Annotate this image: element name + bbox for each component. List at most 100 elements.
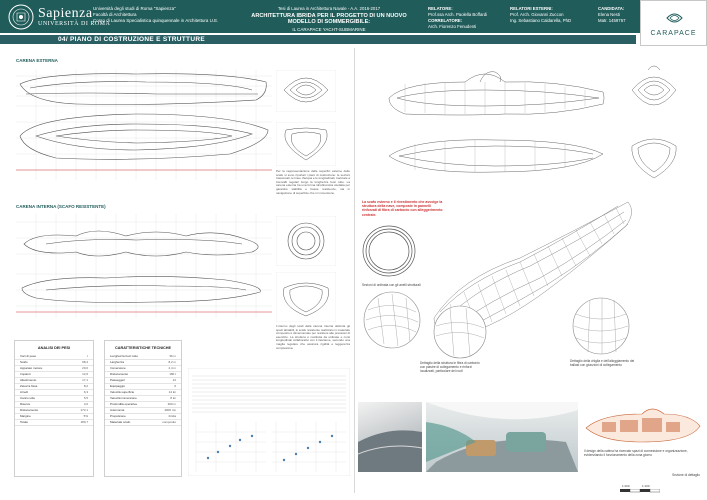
- caratteristiche-table-row-value: 36 m: [169, 354, 176, 358]
- university-name: Sapienza: [38, 6, 93, 21]
- faculty-line-1: Università degli studi di Roma "Sapienza…: [93, 6, 176, 11]
- pesi-table-row: Carico utile 5,5: [15, 396, 93, 402]
- scale-label-1: 1:200: [622, 484, 630, 488]
- carena-interna-drawing: [16, 214, 272, 318]
- carena-interna-label: CARENA INTERNA (SCAFO RESISTENTE): [16, 204, 106, 209]
- caratteristiche-table-row-value: 300 m: [167, 402, 176, 406]
- relatore-esterno-1: Prof. Arch. Giovanni Zuccon: [510, 12, 564, 17]
- section-bar: 04/ PIANO DI COSTRUZIONE E STRUTTURE: [0, 35, 636, 44]
- pesi-table-row-label: Margine: [20, 414, 31, 418]
- caratteristiche-table-row-value: 6: [174, 384, 176, 388]
- relatore-esterno-2: Ing. Sebastiano Caldarella, PhD: [510, 18, 572, 23]
- relatore-label: RELATORE:: [428, 6, 453, 11]
- hull-plan-top: [388, 71, 605, 116]
- sapienza-logo-icon: [8, 4, 34, 30]
- carena-esterna-section: [276, 70, 336, 112]
- red-callout: La scafo esterno e il rivestimento che a…: [362, 200, 443, 217]
- caratteristiche-table-row-label: Autonomia: [110, 408, 125, 412]
- pesi-table-row-label: Totale: [20, 420, 29, 424]
- weight-diagram-panel: [188, 368, 350, 476]
- structure-photo-graphic: [358, 430, 422, 472]
- photo-structure: [358, 402, 422, 472]
- faculty-line-2: Facoltà di Architettura: [93, 12, 137, 17]
- carena-interna-bodyplan: [276, 272, 336, 322]
- thesis-subtitle: IL CARAPACE YACHT-SUBMARINE: [292, 27, 366, 32]
- relatori-esterni-block: RELATORI ESTERNI: Prof. Arch. Giovanni Z…: [510, 6, 571, 24]
- pesi-table-row-label: Carico utile: [20, 396, 36, 400]
- faculty-block: Università degli studi di Roma "Sapienza…: [93, 6, 218, 24]
- caption-interior: Il design della cabina ha ricercato spaz…: [584, 449, 688, 457]
- hull-plan-bottom: [388, 139, 604, 173]
- pesi-table-row-label: Impianti: [20, 372, 31, 376]
- interior-render-graphic: [426, 402, 578, 472]
- pesi-table-row-value: 5,5: [83, 396, 88, 400]
- caratteristiche-table-row-value: 8,2 m: [168, 360, 176, 364]
- correlatore-label: CORRELATORE:: [428, 18, 463, 23]
- relatori-esterni-label: RELATORI ESTERNI:: [510, 6, 553, 11]
- detail-circle-3: [572, 297, 630, 355]
- carena-esterna-drawing: [16, 70, 272, 180]
- pesi-table-row-label: Allestimento: [20, 378, 37, 382]
- pesi-table-row-label: Scafo: [20, 360, 28, 364]
- pesi-table-row-label: Apparato motore: [20, 366, 43, 370]
- caption-detail-2: Dettaglio della chiglia e dell'alloggiam…: [570, 359, 635, 367]
- thesis-title: ARCHITETTURA IBRIDA PER IL PROGETTO DI U…: [251, 13, 407, 25]
- caratteristiche-table-row-label: Equipaggio: [110, 384, 126, 388]
- matricola: Matr. 1459767: [598, 18, 626, 23]
- caption-section: Sezione di dettaglio: [672, 473, 700, 477]
- caratteristiche-table-row-label: Lunghezza fuori tutto: [110, 354, 139, 358]
- pesi-table-row-value: 172,1: [80, 408, 88, 412]
- carena-interna-section: [276, 216, 336, 266]
- caratteristiche-table-row: Lunghezza fuori tutto 36 m: [105, 354, 181, 360]
- relatore-block: RELATORE: Prof.ssa Arch. Paolella Boffar…: [428, 6, 487, 30]
- note-carena-esterna: Per la rappresentazione delle superfici …: [276, 170, 350, 195]
- thesis-line: Tesi di Laurea in Architettura Navale - …: [277, 6, 381, 11]
- pesi-table-row-value: 180,7: [80, 420, 88, 424]
- candidata-name: Elena Nesti: [598, 12, 620, 17]
- candidata-label: CANDIDATA:: [598, 6, 625, 11]
- detail-circle-1: [363, 291, 421, 349]
- caratteristiche-table-row-label: Profondità operativa: [110, 402, 137, 406]
- caratteristiche-table-row-value: 14 kn: [168, 390, 176, 394]
- caratteristiche-table-row-value: composito: [162, 420, 176, 424]
- hull-front-section: [631, 65, 677, 106]
- section-title: 04/ PIANO DI COSTRUZIONE E STRUTTURE: [58, 36, 205, 43]
- scale-bar: [620, 489, 660, 493]
- pesi-table-row-value: 4,0: [83, 402, 88, 406]
- pesi-table-row-label: Dislocamento: [20, 408, 39, 412]
- hull-rear-section: [631, 138, 677, 179]
- column-divider: [354, 48, 355, 493]
- carena-esterna-label: CARENA ESTERNA: [16, 58, 58, 63]
- caratteristiche-table-row-value: 12: [172, 378, 176, 382]
- brand-name: CARAPACE: [650, 30, 697, 37]
- longitudinal-section-drawing: [585, 408, 701, 443]
- caratteristiche-table-row-value: 8 kn: [170, 396, 176, 400]
- detail-circle-2: [433, 305, 487, 359]
- pesi-table-row-label: Arredi: [20, 390, 29, 394]
- pesi-table-row: Totale 180,7: [15, 420, 93, 426]
- ribs-rings-drawing: [362, 225, 416, 277]
- thesis-block: Tesi di Laurea in Architettura Navale - …: [244, 6, 414, 32]
- photo-interior: [426, 402, 578, 472]
- pesi-table-row-value: 98,4: [82, 360, 88, 364]
- caratteristiche-table: CARATTERISTICHE TECNICHE Lunghezza fuori…: [104, 340, 182, 477]
- pesi-table-row: Dislocamento 172,1: [15, 408, 93, 414]
- caratteristiche-table-row-label: Immersione: [110, 366, 126, 370]
